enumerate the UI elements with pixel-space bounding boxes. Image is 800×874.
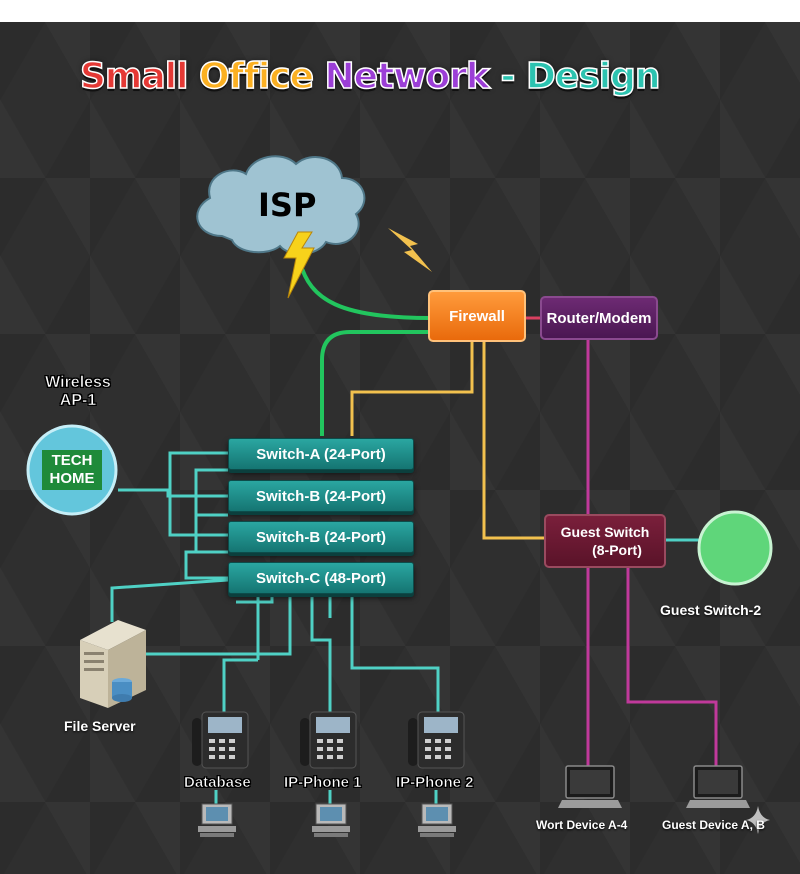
tech-home-logo-line-1: TECH	[51, 452, 93, 469]
link-firewall-switch-a-secondary	[350, 342, 474, 436]
laptop-icon	[558, 765, 622, 808]
link-switch-c-database	[222, 592, 274, 712]
router-modem-node[interactable]: Router/Modem	[540, 296, 658, 340]
guest-device-label: Guest Device A, B	[662, 818, 765, 832]
title-part-1: Small	[79, 55, 189, 98]
tech-home-logo-line-2: HOME	[49, 470, 95, 487]
wireless-ap-label-line-2: AP-1	[59, 392, 97, 410]
link-switch-c-phone-2	[350, 592, 440, 712]
router-modem-label: Router/Modem	[546, 309, 652, 327]
link-switch-c-file-server-2	[146, 592, 292, 656]
lightning-icon	[283, 231, 315, 299]
database-label: Database	[184, 774, 251, 792]
link-guest-switch-guest-device	[626, 566, 718, 770]
top-bar	[0, 0, 800, 22]
desktop-computer-icon	[418, 803, 456, 837]
switch-c-label: Switch-C (48-Port)	[255, 569, 386, 587]
firewall-node[interactable]: Firewall	[428, 290, 526, 342]
link-switch-backbone	[184, 468, 228, 580]
tech-home-logo: TECH HOME	[42, 450, 102, 490]
desktop-computer-icon	[312, 803, 350, 837]
link-switch-c-phone-1	[310, 592, 332, 712]
desktop-computer-icon	[198, 803, 236, 837]
title-part-4: - Design	[500, 55, 661, 98]
switch-c-node[interactable]: Switch-C (48-Port)	[228, 562, 414, 594]
switch-b-label: Switch-B (24-Port)	[255, 487, 386, 505]
file-server-label: File Server	[64, 718, 136, 734]
title-part-3: Network	[324, 55, 491, 98]
link-switch-c-file-server	[110, 578, 229, 622]
guest-switch-2-label: Guest Switch-2	[660, 602, 762, 618]
link-firewall-switch-a	[320, 330, 430, 436]
ip-phone-2-label: IP-Phone 2	[396, 774, 474, 792]
switch-a-node[interactable]: Switch-A (24-Port)	[228, 438, 414, 470]
firewall-label: Firewall	[449, 307, 505, 325]
link-firewall-guest-switch	[482, 342, 546, 540]
isp-label: ISP	[258, 186, 317, 224]
ip-phone-icon	[192, 711, 249, 769]
ip-phone-1-label: IP-Phone 1	[284, 774, 362, 792]
link-ap-switches	[118, 451, 228, 537]
lightning-icon	[388, 228, 432, 272]
switch-a-label: Switch-A (24-Port)	[256, 445, 386, 463]
wireless-ap-label: Wireless AP-1	[36, 374, 120, 410]
guest-switch-label: Guest Switch	[560, 524, 650, 540]
page-title: Small Office Network - Design	[79, 55, 661, 106]
wort-device-label: Wort Device A-4	[536, 818, 628, 832]
switch-b-node[interactable]: Switch-B (24-Port)	[228, 480, 414, 512]
switch-b-label: Switch-B (24-Port)	[255, 528, 386, 546]
server-icon	[80, 620, 146, 708]
title-part-2: Office	[198, 55, 315, 98]
guest-switch-node[interactable]: Guest Switch (8-Port)	[544, 514, 666, 568]
sparkle-icon	[746, 806, 770, 834]
link-isp-firewall	[298, 261, 431, 320]
guest-switch-port-label: (8-Port)	[592, 542, 642, 558]
wireless-ap-label-line-1: Wireless	[45, 374, 111, 392]
ip-phone-icon	[408, 711, 465, 769]
guest-switch-2-node	[697, 510, 773, 586]
ip-phone-icon	[300, 711, 357, 769]
switch-b-node[interactable]: Switch-B (24-Port)	[228, 521, 414, 553]
laptop-icon	[686, 765, 750, 808]
